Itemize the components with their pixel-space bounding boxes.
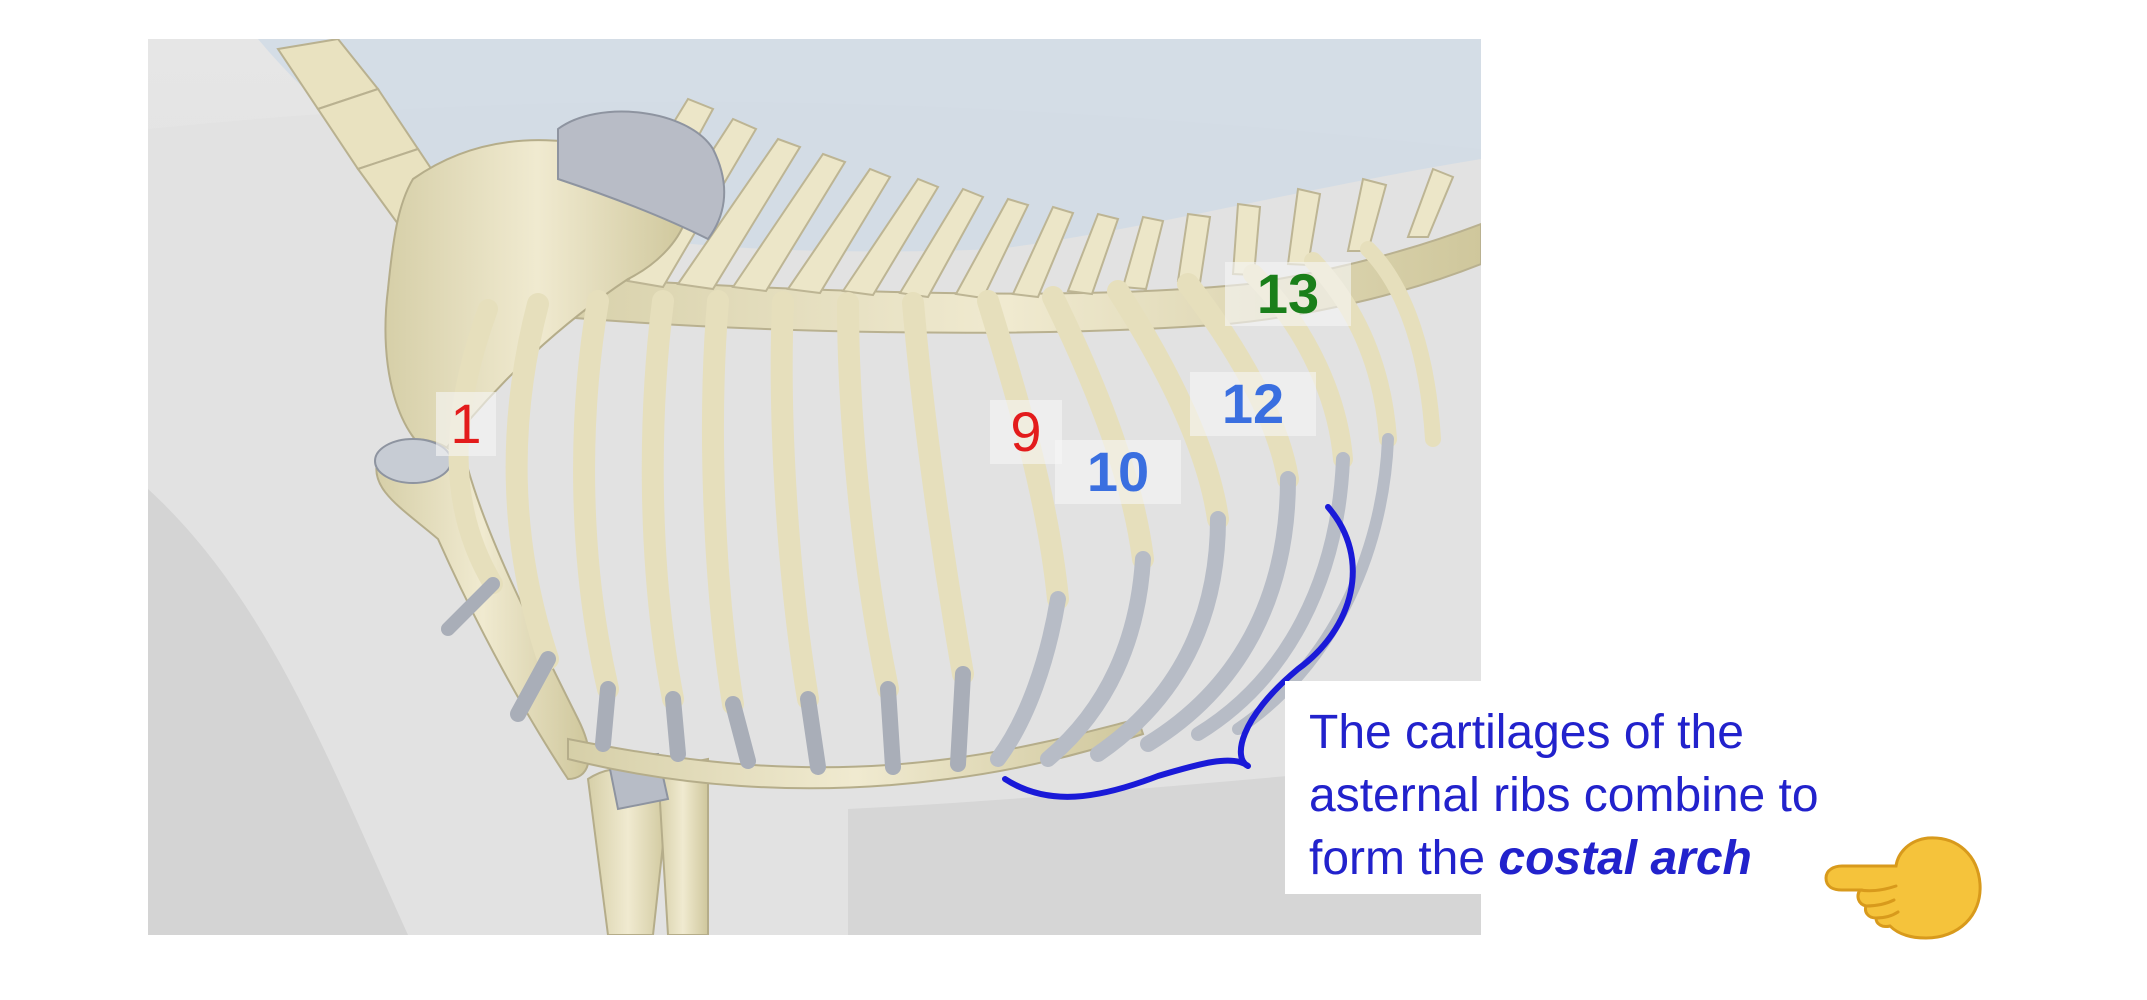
costal-arch-bracket [1002, 504, 1356, 800]
rib-label-13-text: 13 [1256, 262, 1320, 325]
foreleg-shadow [148, 489, 408, 935]
asternal-ribs [977, 241, 1441, 767]
rib-label-1-text: 1 [450, 392, 482, 455]
skeleton-drawing [148, 39, 1481, 935]
callout-emphasis-costal-arch: costal arch [1498, 832, 1752, 885]
rib-label-9-text: 9 [1010, 400, 1042, 463]
rib-cage-illustration [148, 39, 1481, 935]
callout-line-3: form the costal arch [1309, 827, 1885, 890]
backhand-index-pointing-left-icon [1824, 836, 1982, 940]
callout-line-3-prefix: form the [1309, 832, 1499, 885]
rib-label-1: 1 [436, 392, 496, 456]
scapular-cartilage [557, 110, 726, 241]
sternal-ribs [441, 290, 974, 775]
rib-label-13: 13 [1225, 262, 1351, 326]
rib-label-12-text: 12 [1221, 372, 1285, 435]
costal-arch-callout: The cartilages of the asternal ribs comb… [1285, 681, 1885, 894]
callout-line-2: asternal ribs combine to [1309, 769, 1819, 822]
rib-label-10-text: 10 [1086, 440, 1150, 503]
callout-line-1: The cartilages of the [1309, 706, 1744, 759]
rib-label-12: 12 [1190, 372, 1316, 436]
rib-label-10: 10 [1055, 440, 1181, 504]
rib-label-9: 9 [990, 400, 1062, 464]
sternum [567, 717, 1145, 790]
